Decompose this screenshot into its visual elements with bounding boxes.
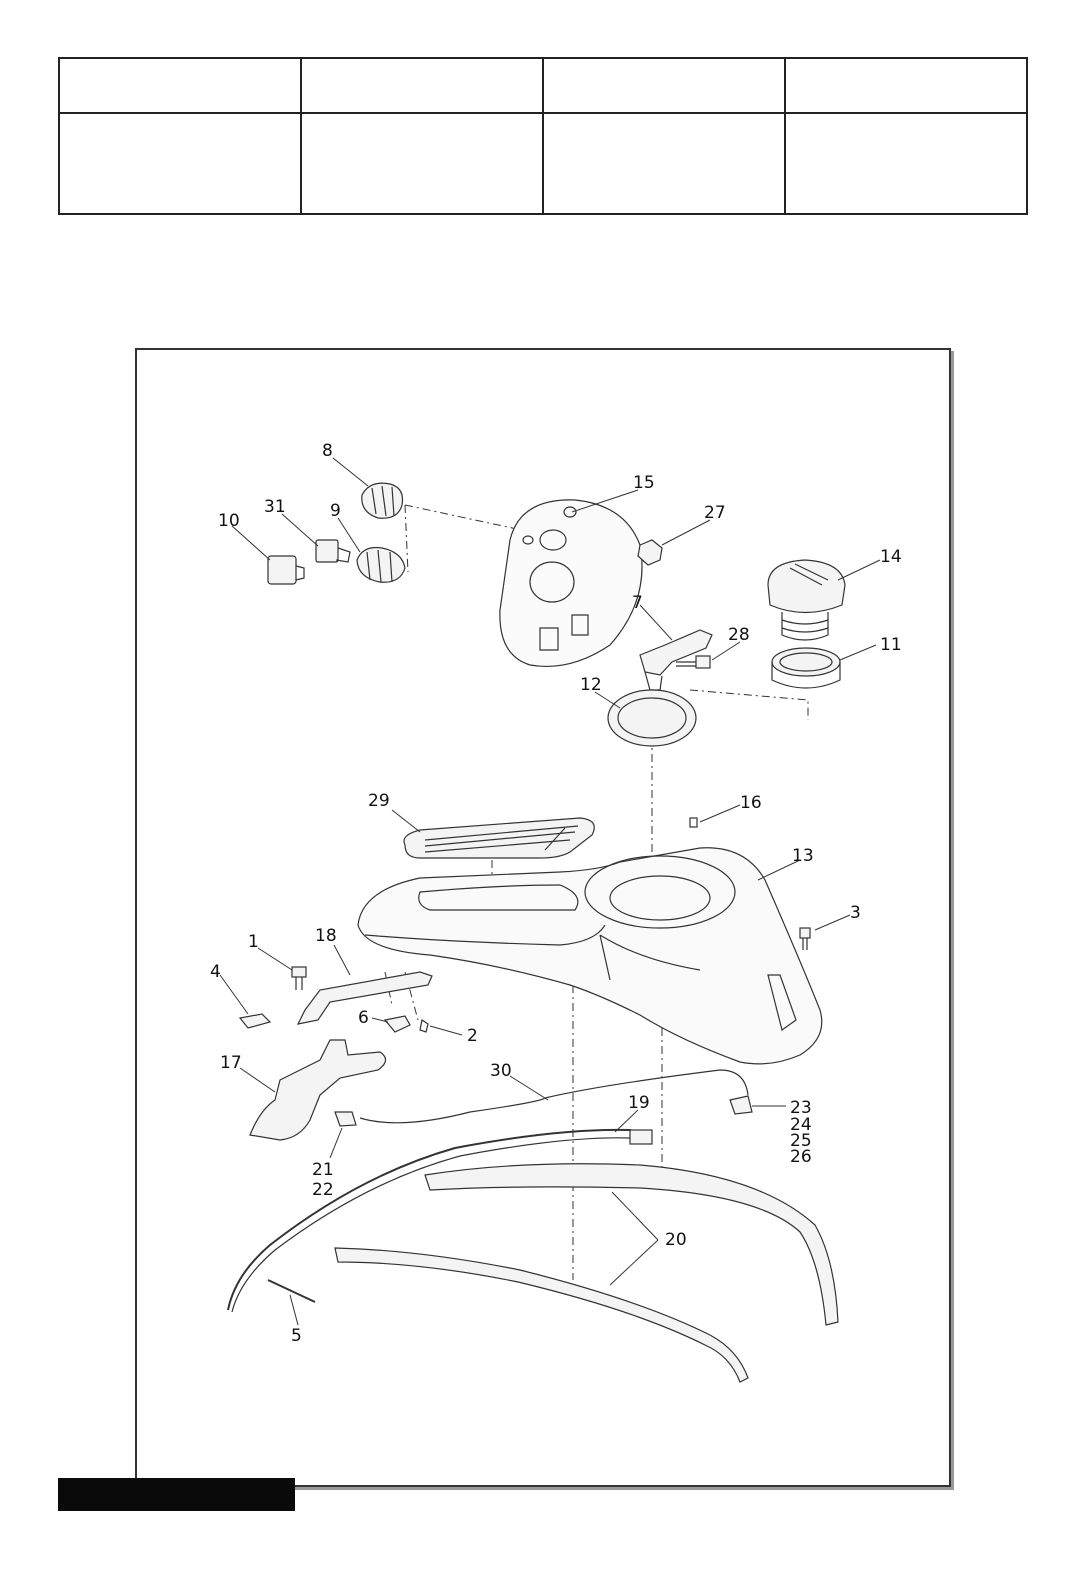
part-small-screw xyxy=(419,1019,429,1033)
callout-4: 4 xyxy=(210,962,221,982)
callout-28: 28 xyxy=(728,625,750,645)
header-cell xyxy=(300,57,544,114)
part-fuel-cap xyxy=(767,559,846,641)
header-cell xyxy=(58,112,302,215)
header-table xyxy=(58,57,1028,215)
part-drain-hose xyxy=(227,1128,651,1311)
part-retainer-clip xyxy=(383,1015,411,1033)
callout-9: 9 xyxy=(330,501,341,521)
part-knob-upper xyxy=(361,482,404,519)
callout-2: 2 xyxy=(467,1026,478,1046)
header-cell xyxy=(300,112,544,215)
part-wire-harness xyxy=(359,1069,749,1124)
header-cell xyxy=(542,57,786,114)
part-clip xyxy=(689,817,698,828)
part-screw-side xyxy=(291,966,307,990)
part-nut xyxy=(637,539,663,566)
part-screw xyxy=(676,655,711,669)
part-side-bracket xyxy=(296,971,433,1025)
part-switch xyxy=(315,539,351,563)
part-gasket xyxy=(607,689,697,747)
callout-3: 3 xyxy=(850,903,861,923)
header-row xyxy=(58,57,1028,114)
callout-23: 23 xyxy=(790,1098,812,1118)
callout-labels: 8 15 31 9 10 27 14 7 28 11 12 29 16 13 3… xyxy=(210,441,902,1346)
callout-17: 17 xyxy=(220,1053,242,1073)
callout-10: 10 xyxy=(218,511,240,531)
callout-24: 24 xyxy=(790,1115,812,1135)
callout-26: 26 xyxy=(790,1147,812,1167)
callout-22: 22 xyxy=(312,1180,334,1200)
part-trim-strips xyxy=(334,1163,839,1383)
part-lower-bracket xyxy=(249,1039,387,1141)
header-cell xyxy=(542,112,786,215)
part-mounting-plate xyxy=(499,499,643,668)
callout-29: 29 xyxy=(368,791,390,811)
callout-6: 6 xyxy=(358,1008,369,1028)
callout-30: 30 xyxy=(490,1061,512,1081)
part-cover xyxy=(267,555,297,585)
part-nut-clip xyxy=(238,1013,272,1029)
callout-20: 20 xyxy=(665,1230,687,1250)
callout-1: 1 xyxy=(248,932,259,952)
callout-18: 18 xyxy=(315,926,337,946)
callout-13: 13 xyxy=(792,846,814,866)
callout-27: 27 xyxy=(704,503,726,523)
header-cell xyxy=(58,57,302,114)
callout-31: 31 xyxy=(264,497,286,517)
part-strap xyxy=(267,1279,316,1303)
part-pad xyxy=(403,817,595,859)
callout-16: 16 xyxy=(740,793,762,813)
callout-21: 21 xyxy=(312,1160,334,1180)
callout-15: 15 xyxy=(633,473,655,493)
callout-7: 7 xyxy=(632,593,643,613)
callout-8: 8 xyxy=(322,441,333,461)
callout-14: 14 xyxy=(880,547,902,567)
callout-25: 25 xyxy=(790,1131,812,1151)
part-filler-ring xyxy=(771,647,841,689)
part-bolt xyxy=(799,927,811,950)
callout-11: 11 xyxy=(880,635,902,655)
callout-5: 5 xyxy=(291,1326,302,1346)
header-cell xyxy=(784,57,1028,114)
footer-bar xyxy=(58,1478,295,1511)
callout-12: 12 xyxy=(580,675,602,695)
callout-19: 19 xyxy=(628,1093,650,1113)
part-tank-console xyxy=(357,847,823,1065)
header-row xyxy=(58,112,1028,215)
header-cell xyxy=(784,112,1028,215)
part-knob-lower xyxy=(356,546,406,583)
